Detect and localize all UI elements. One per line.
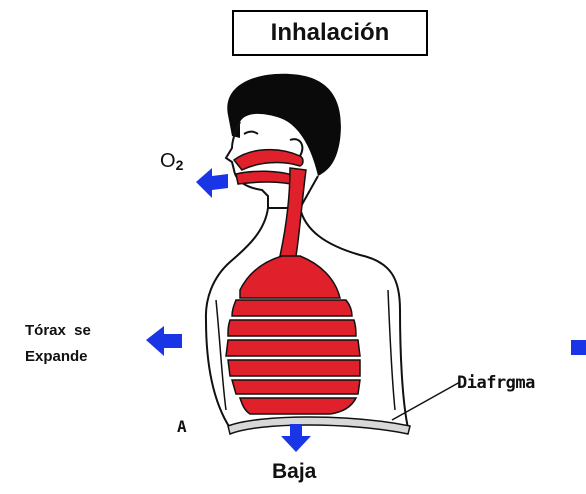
right-arm-line [388, 290, 395, 410]
oxygen-symbol: O [160, 150, 176, 172]
eye [244, 132, 258, 134]
thorax-line-1: Tórax se [25, 318, 91, 344]
nasal-cavity [234, 150, 303, 170]
thorax-line-2: Expande [25, 344, 91, 370]
figure-letter: A [177, 417, 187, 436]
diaphragm-label: Diafrgma [457, 373, 535, 393]
body-outline [206, 208, 268, 428]
down-label: Baja [272, 460, 316, 484]
side-square-icon [571, 340, 586, 355]
body-outline-right [300, 208, 408, 428]
lungs [226, 256, 360, 414]
left-arm-line [216, 300, 226, 410]
oxygen-label: O2 [160, 150, 183, 173]
diaphragm [228, 417, 410, 434]
oxygen-subscript: 2 [176, 157, 184, 173]
title-text: Inhalación [271, 19, 390, 47]
thorax-arrow-icon [146, 326, 182, 356]
down-arrow-icon [281, 424, 311, 452]
title-box: Inhalación [232, 10, 428, 56]
oxygen-arrow-icon [196, 168, 228, 198]
thorax-label: Tórax se Expande [25, 318, 91, 370]
